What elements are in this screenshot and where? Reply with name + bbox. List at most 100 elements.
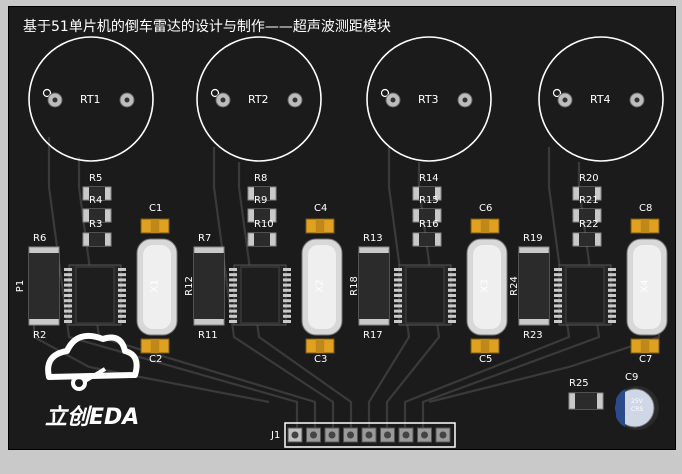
ic-pin [64, 320, 72, 323]
ic-pin [608, 309, 616, 313]
ic-pin [448, 309, 456, 313]
ic-pin [608, 268, 616, 271]
ic-pin [64, 309, 72, 313]
j1-pin-hole [421, 431, 428, 439]
label-x1: X1 [149, 279, 161, 293]
sensor-marker [552, 88, 562, 98]
label-p1: P1 [15, 279, 27, 293]
label-c7: C7 [639, 354, 653, 365]
ic-pin [229, 294, 237, 297]
ic-pin [448, 304, 456, 308]
block-3-c5-mid [480, 339, 490, 353]
ic-pin [118, 283, 126, 287]
logo-node [71, 375, 87, 391]
label-r5: R5 [89, 173, 103, 184]
ic-pin [283, 278, 291, 282]
ic-pin [394, 309, 402, 313]
ic-pin [394, 268, 402, 271]
ic-pin [283, 299, 291, 303]
c9-stripe [616, 389, 625, 427]
block-4-c7-mid [640, 339, 650, 353]
ic-pin [229, 309, 237, 313]
sensor-outline [28, 36, 154, 162]
ic-pin [554, 314, 562, 318]
block-1-r4-body [89, 209, 105, 222]
trace [47, 137, 299, 431]
c9-marking-2: CRS [631, 406, 644, 413]
crystal-shine [633, 245, 661, 329]
j1-pin-hole [310, 431, 317, 439]
ic-pin [229, 299, 237, 303]
ic-pin [64, 304, 72, 308]
ic-pin [229, 288, 237, 292]
ic-pin [64, 273, 72, 277]
label-r25: R25 [569, 378, 589, 389]
block-3-c6-mid [480, 219, 490, 233]
label-r9: R9 [254, 195, 268, 206]
sensor-outline [196, 36, 322, 162]
label-r16: R16 [419, 219, 439, 230]
sensor-marker [42, 88, 52, 98]
label-j1: J1 [271, 430, 281, 441]
j1-pin-hole [402, 431, 410, 439]
crystal-shine [143, 245, 171, 329]
block-1-c1-mid [150, 219, 160, 233]
block-3-r13-body [359, 253, 389, 319]
j1-pin-hole [365, 431, 373, 439]
j1-outline [284, 422, 456, 448]
ic-pin [394, 314, 402, 318]
block-2-r10-body [254, 233, 270, 246]
sensor-pin-hole [390, 97, 396, 103]
label-r6: R6 [33, 233, 47, 244]
ic-pin [229, 320, 237, 323]
ic-pin [283, 273, 291, 277]
ic-pin [608, 294, 616, 297]
block-1-r6-body [29, 253, 59, 319]
block-1-c2-mid [150, 339, 160, 353]
sensor-pin-hole [562, 97, 568, 103]
sensor-label-rt4: RT4 [590, 93, 611, 106]
sensor-label-rt3: RT3 [418, 93, 439, 106]
ic-pin [229, 283, 237, 287]
block-1-r3-body [89, 233, 105, 246]
ic-pin [608, 288, 616, 292]
board-title: 基于51单片机的倒车雷达的设计与制作——超声波测距模块 [23, 19, 391, 35]
c9-marking-1: 25V [631, 398, 643, 405]
pcb-artwork [28, 36, 668, 448]
ic-pin [118, 273, 126, 277]
ic-pin [283, 320, 291, 323]
ic-pin [394, 283, 402, 287]
label-r14: R14 [419, 173, 439, 184]
ic-pin [64, 299, 72, 303]
block-2-r7-body [194, 253, 224, 319]
ic-pin [554, 299, 562, 303]
ic-pin [229, 314, 237, 318]
ic-pin [554, 309, 562, 313]
ic-pin [608, 299, 616, 303]
ic-pin [554, 320, 562, 323]
label-c9: C9 [625, 372, 639, 383]
ic-pin [394, 278, 402, 282]
trace [367, 147, 411, 431]
ic-pin [394, 299, 402, 303]
ic-pin [448, 273, 456, 277]
block-4-r20-body [579, 187, 595, 200]
ic-pin [283, 268, 291, 271]
sensor-label-rt1: RT1 [80, 93, 101, 106]
ic-pin [118, 268, 126, 271]
label-x2: X2 [314, 279, 326, 293]
label-c8: C8 [639, 203, 653, 214]
sensor-pin-hole [292, 97, 298, 103]
ic-pin [283, 304, 291, 308]
ic-pin [118, 304, 126, 308]
j1-pin-hole [328, 431, 336, 439]
ic-pin [229, 304, 237, 308]
ic-pin [283, 288, 291, 292]
ic-pin [608, 304, 616, 308]
sensor-pin-hole [634, 97, 640, 103]
label-r19: R19 [523, 233, 543, 244]
ic-pin [64, 268, 72, 271]
block-3-r14-body [419, 187, 435, 200]
j1-pin-hole [384, 431, 391, 439]
ic-pin [554, 288, 562, 292]
